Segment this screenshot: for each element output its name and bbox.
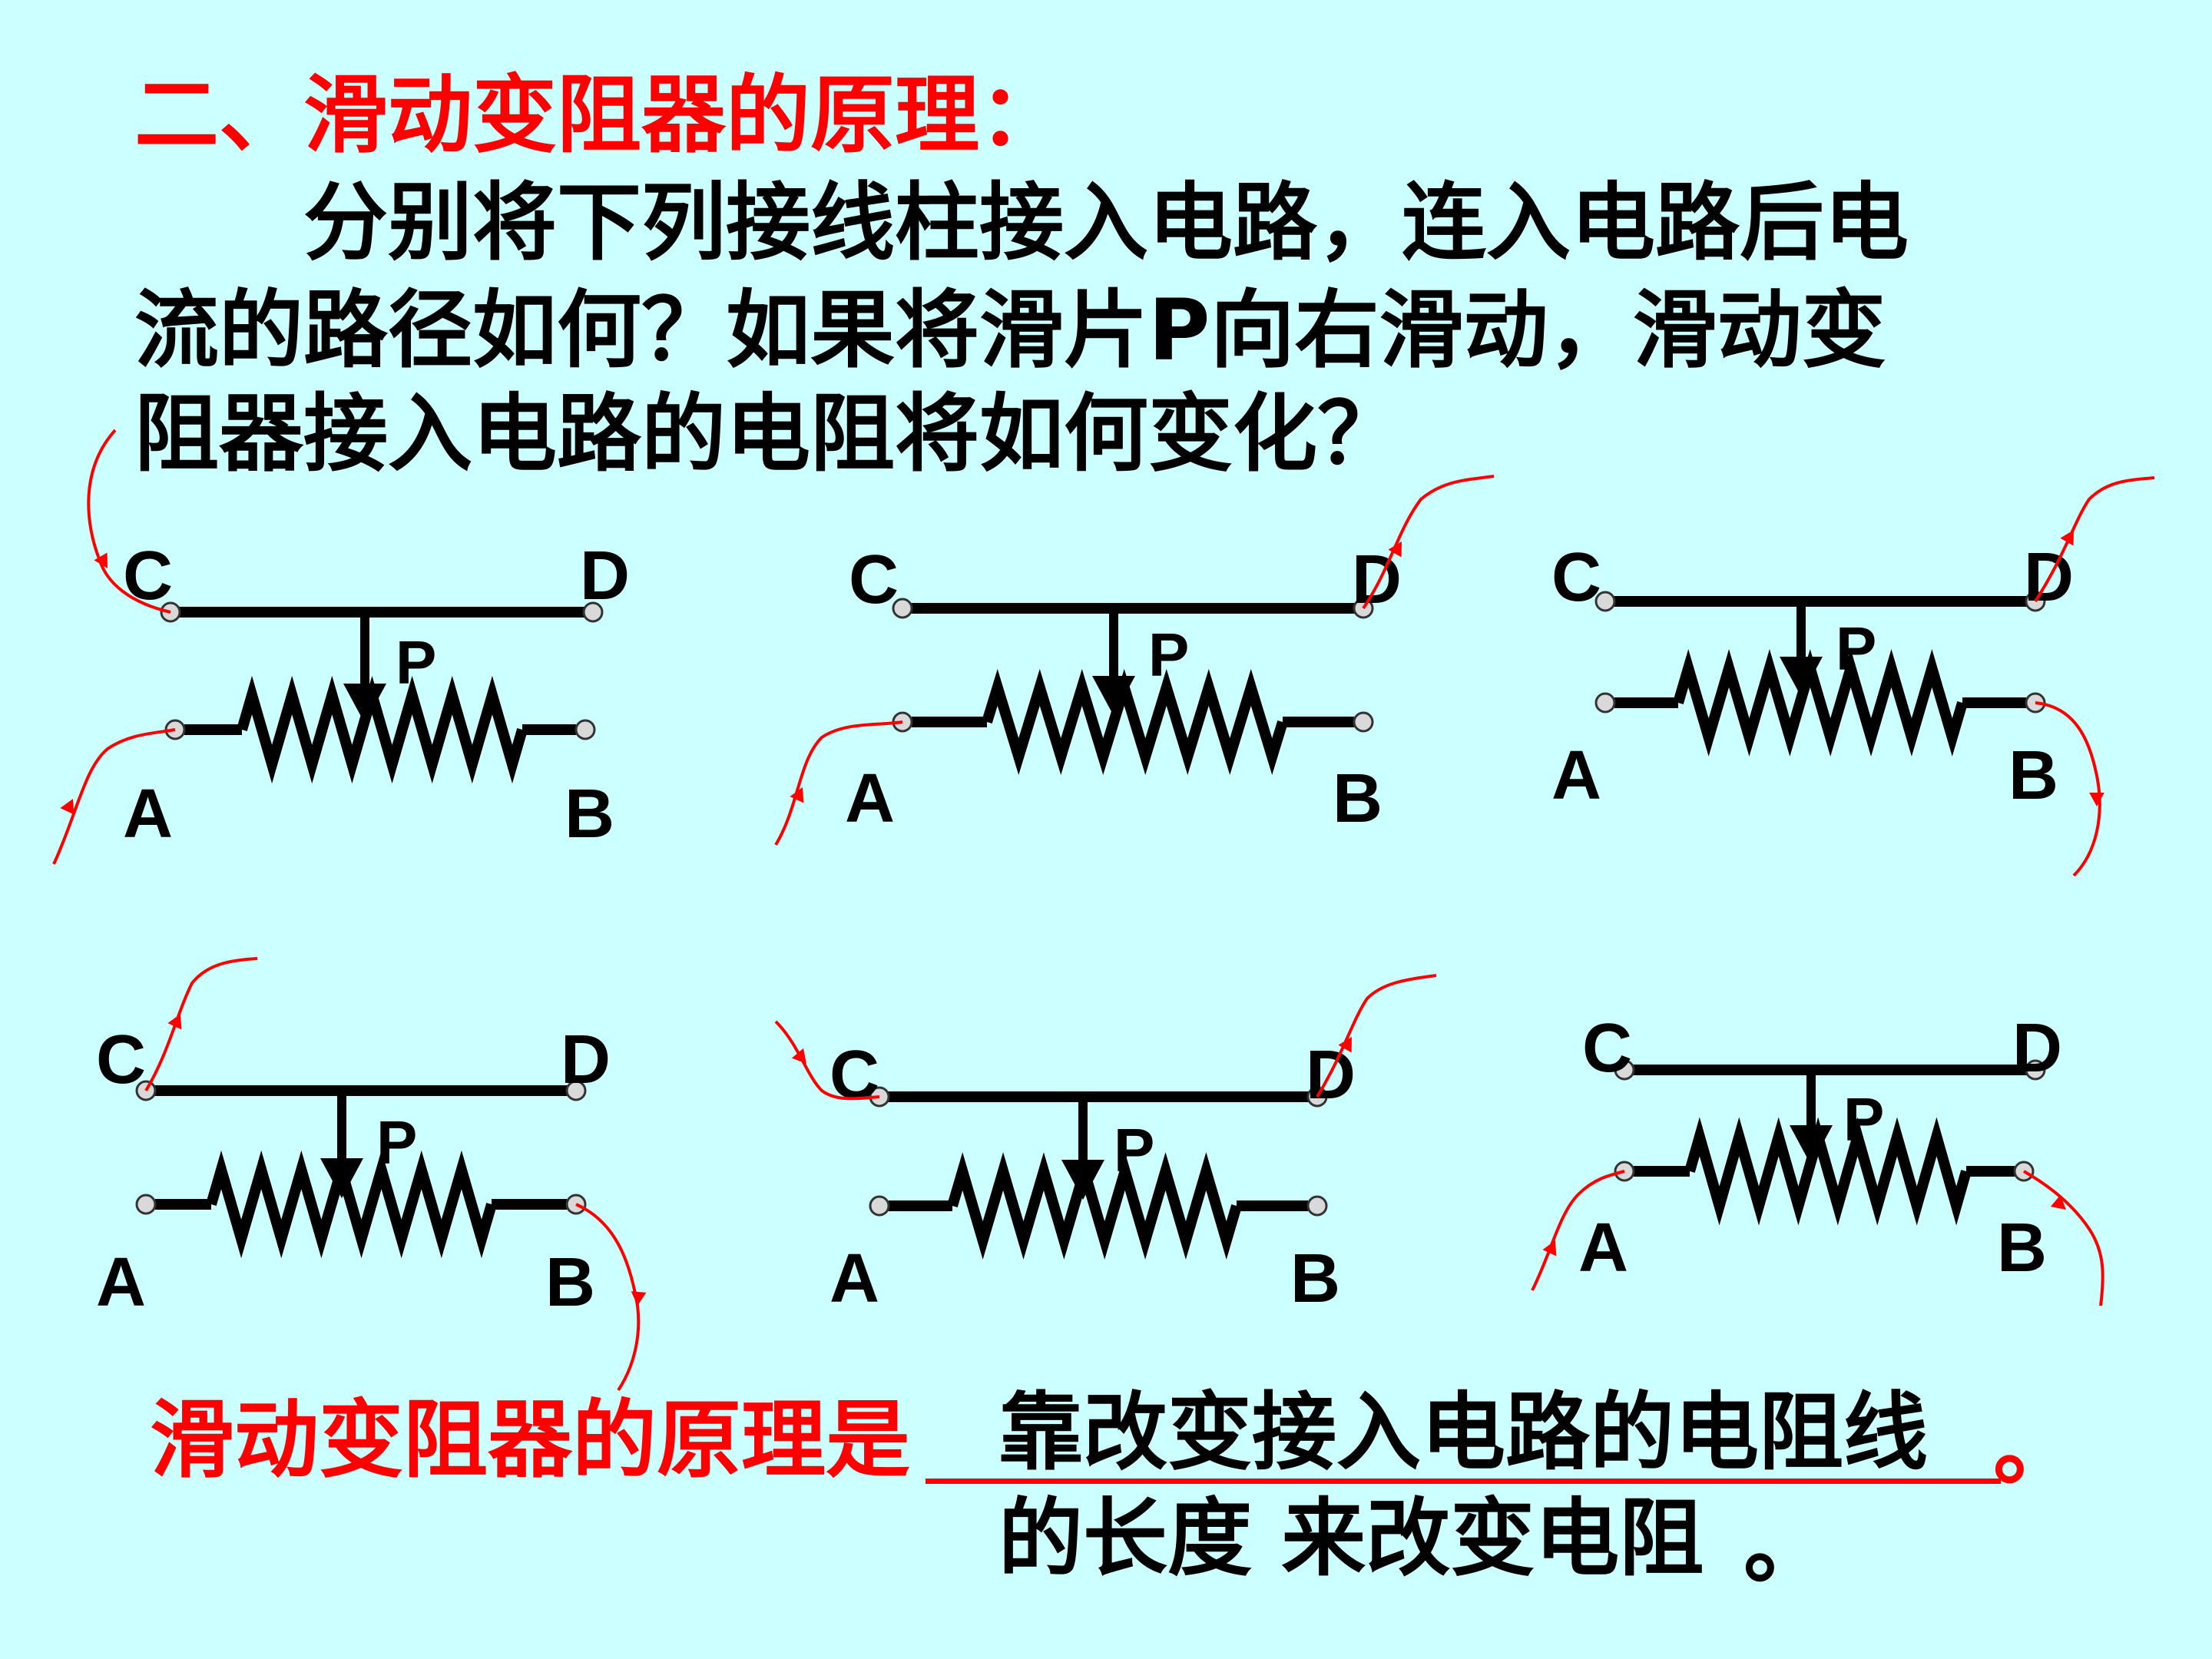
diagram-1-arrow-c bbox=[94, 552, 108, 568]
diagram-3-label-b: B bbox=[2008, 737, 2058, 814]
diagram-1-resistance-coil bbox=[237, 675, 528, 784]
diagram-5-label-a: A bbox=[830, 1240, 879, 1317]
diagram-3-terminal-c bbox=[1594, 591, 1616, 612]
diagram-2-terminal-b bbox=[1353, 711, 1374, 733]
diagram-2-label-p: P bbox=[1148, 621, 1189, 689]
diagram-3-label-p: P bbox=[1836, 614, 1876, 683]
diagram-4-terminal-a bbox=[135, 1194, 157, 1215]
slide-title: 二、滑动变阻器的原理： bbox=[134, 66, 1064, 164]
diagram-5-wire-c-arrow bbox=[791, 1048, 806, 1064]
diagram-3-wire-b bbox=[2035, 701, 2101, 877]
diagram-5-wire-d-arrow bbox=[1338, 1037, 1352, 1053]
diagram-3-resistance-coil bbox=[1673, 649, 1968, 757]
diagram-5-wire-d bbox=[1316, 974, 1437, 1098]
diagram-1-label-d: D bbox=[580, 538, 630, 614]
diagram-4-wire-c-arrow bbox=[167, 1014, 182, 1030]
diagram-3-terminal-a bbox=[1594, 692, 1616, 714]
diagram-3-wire-d bbox=[2034, 476, 2155, 603]
question-line-2: 流的路径如何？如果将滑片P向右滑动，滑动变 bbox=[134, 281, 1886, 379]
diagram-6-wire-a bbox=[1531, 1170, 1625, 1291]
diagram-2-wire-a-arrow bbox=[790, 787, 804, 803]
diagram-4-label-b: B bbox=[545, 1244, 595, 1321]
diagram-6-label-a: A bbox=[1578, 1210, 1628, 1286]
diagram-5-label-p: P bbox=[1114, 1116, 1154, 1184]
diagram-6-terminal-d bbox=[2025, 1059, 2046, 1081]
diagram-1-label-c: C bbox=[123, 538, 173, 614]
diagram-1-terminal-b bbox=[575, 719, 596, 740]
diagram-6-wire-b-arrow bbox=[2050, 1194, 2066, 1210]
conclusion-label: 滑动变阻器的原理是 bbox=[150, 1391, 910, 1489]
diagram-1-arrow-a bbox=[60, 799, 75, 815]
diagram-6-label-p: P bbox=[1843, 1085, 1884, 1154]
diagram-6-label-d: D bbox=[2012, 1010, 2062, 1087]
diagram-5-terminal-b bbox=[1306, 1195, 1328, 1217]
diagram-2-label-c: C bbox=[849, 541, 899, 618]
diagram-6-terminal-c bbox=[1614, 1059, 1635, 1081]
diagram-3-wire-d-arrow bbox=[2060, 530, 2074, 546]
diagram-4-wire-b-arrow bbox=[631, 1291, 647, 1306]
diagram-4-label-d: D bbox=[561, 1022, 611, 1098]
diagram-5-label-b: B bbox=[1290, 1240, 1340, 1317]
diagram-5-resistance-coil bbox=[947, 1152, 1242, 1260]
diagram-2-wire-d-arrow bbox=[1388, 541, 1402, 558]
diagram-1-terminal-d bbox=[582, 601, 604, 623]
answer-blank-line bbox=[926, 1479, 2001, 1484]
diagram-5-label-c: C bbox=[830, 1037, 879, 1114]
diagram-6-resistance-coil bbox=[1684, 1117, 1972, 1226]
diagram-1-wire-a bbox=[52, 728, 176, 865]
diagram-2-terminal-c bbox=[892, 598, 913, 619]
diagram-2-label-a: A bbox=[845, 760, 895, 837]
diagram-2-wire-a bbox=[774, 720, 903, 846]
diagram-2-resistance-coil bbox=[982, 669, 1288, 775]
diagram-1-label-a: A bbox=[123, 776, 173, 853]
diagram-5-terminal-a bbox=[869, 1195, 890, 1217]
diagram-4-terminal-d bbox=[565, 1080, 587, 1101]
question-line-3: 阻器接入电路的电阻将如何变化？ bbox=[134, 385, 1402, 483]
answer-line-1: 靠改变接入电路的电阻线 bbox=[998, 1383, 1928, 1482]
diagram-3-label-c: C bbox=[1551, 539, 1601, 616]
diagram-2-label-b: B bbox=[1333, 760, 1382, 837]
diagram-1-label-p: P bbox=[396, 628, 436, 697]
diagram-2-wire-d bbox=[1362, 475, 1495, 610]
diagram-6-wire-b bbox=[2023, 1170, 2104, 1306]
diagram-6-wire-a-arrow bbox=[1542, 1240, 1557, 1257]
question-line-1: 分别将下列接线柱接入电路，连入电路后电 bbox=[303, 174, 1909, 272]
diagram-5-wire-c bbox=[774, 1020, 880, 1101]
diagram-4-resistance-coil bbox=[206, 1150, 497, 1259]
diagram-4-label-a: A bbox=[96, 1244, 146, 1321]
diagram-4-label-p: P bbox=[376, 1108, 417, 1177]
diagram-4-label-c: C bbox=[96, 1022, 146, 1098]
diagram-3-label-a: A bbox=[1551, 737, 1601, 814]
answer-line-2: 的长度 来改变电阻 bbox=[998, 1489, 1704, 1588]
diagram-4-wire-c bbox=[144, 957, 258, 1092]
diagram-3-wire-b-arrow bbox=[2089, 793, 2104, 806]
diagram-6-label-b: B bbox=[1997, 1210, 2047, 1286]
diagram-1-label-b: B bbox=[565, 776, 614, 853]
diagram-6-label-c: C bbox=[1582, 1010, 1632, 1087]
conclusion-period: 。 bbox=[1993, 1399, 2078, 1497]
answer-period: 。 bbox=[1743, 1497, 1828, 1595]
